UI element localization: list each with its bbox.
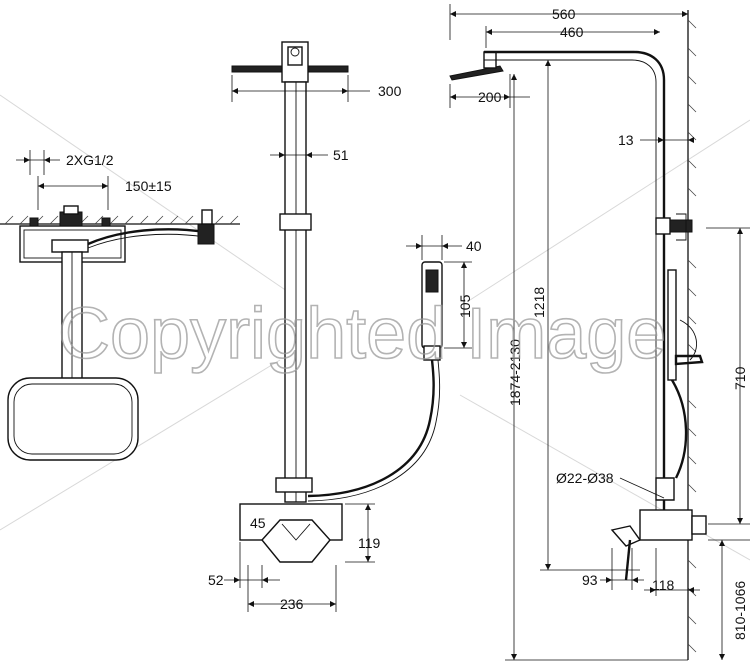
overall-width-label: 560 — [552, 6, 576, 22]
handset-length-label: 105 — [457, 294, 473, 318]
watermark-text: Copyrighted Image — [58, 294, 666, 374]
mixer-height-label: 119 — [358, 535, 381, 551]
mixer-depth-label: 52 — [208, 572, 224, 588]
bracket-range-label: 710 — [732, 366, 748, 390]
total-height-label: 1874-2130 — [507, 339, 523, 406]
profile-view — [449, 4, 750, 661]
mixer-projection-label: 93 — [582, 572, 598, 588]
thread-dimension-label: 2XG1/2 — [66, 152, 114, 168]
head-offset-label: 200 — [478, 89, 502, 105]
front-view — [224, 41, 472, 612]
mixer-width-label: 236 — [280, 596, 304, 612]
pipe-diameter-label: 51 — [333, 147, 349, 163]
outlet-projection-label: 118 — [652, 577, 675, 593]
mixer-height-range-label: 810-1066 — [732, 581, 748, 640]
pipe-range-label: Ø22-Ø38 — [556, 470, 614, 486]
handset-width-label: 40 — [466, 238, 482, 254]
mixer-offset-label: 45 — [250, 515, 266, 531]
rail-length-label: 1218 — [531, 287, 547, 318]
head-diameter-label: 300 — [378, 83, 402, 99]
side-view — [0, 150, 240, 461]
arm-length-label: 460 — [560, 24, 584, 40]
spacing-dimension-label: 150±15 — [125, 178, 172, 194]
wall-gap-label: 13 — [618, 132, 634, 148]
watermark-diagonals — [0, 94, 750, 561]
